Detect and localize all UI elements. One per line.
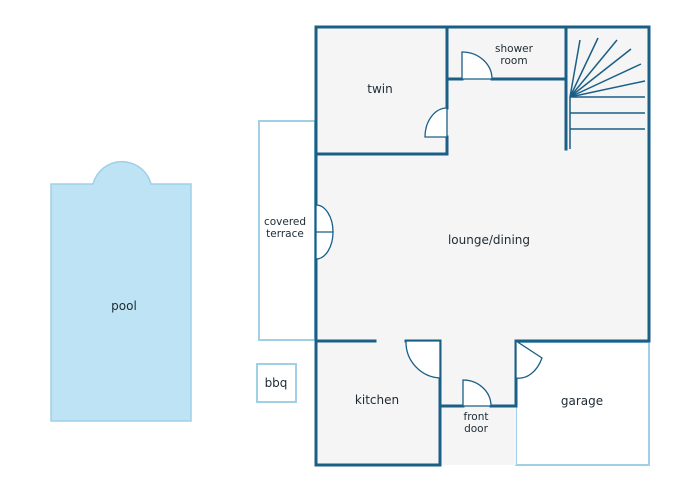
shower-room-label-line2: room (500, 55, 527, 67)
kitchen-label: kitchen (355, 393, 399, 407)
front-door-label-line1: front (464, 411, 489, 423)
front-door-label-line2: door (464, 423, 489, 435)
twin-door (424, 107, 448, 138)
doors (315, 51, 543, 407)
garage-label: garage (561, 394, 603, 408)
front-door (462, 379, 492, 407)
covered-terrace-label-line2: terrace (266, 228, 304, 240)
covered-terrace-label-line1: covered (264, 216, 306, 228)
shower-room-door (461, 51, 493, 80)
staircase (569, 37, 646, 149)
bbq: bbq (256, 363, 297, 403)
covered-terrace: covered terrace (258, 120, 316, 341)
garage-door (515, 339, 543, 379)
kitchen-door (405, 340, 441, 379)
shower-room-label-line1: shower (495, 43, 534, 55)
bbq-label: bbq (265, 376, 288, 390)
lounge-dining-label: lounge/dining (448, 233, 530, 247)
twin-label: twin (367, 82, 392, 96)
pool: pool (50, 160, 192, 422)
pool-label: pool (111, 299, 137, 313)
terrace-door-lower (315, 231, 334, 260)
